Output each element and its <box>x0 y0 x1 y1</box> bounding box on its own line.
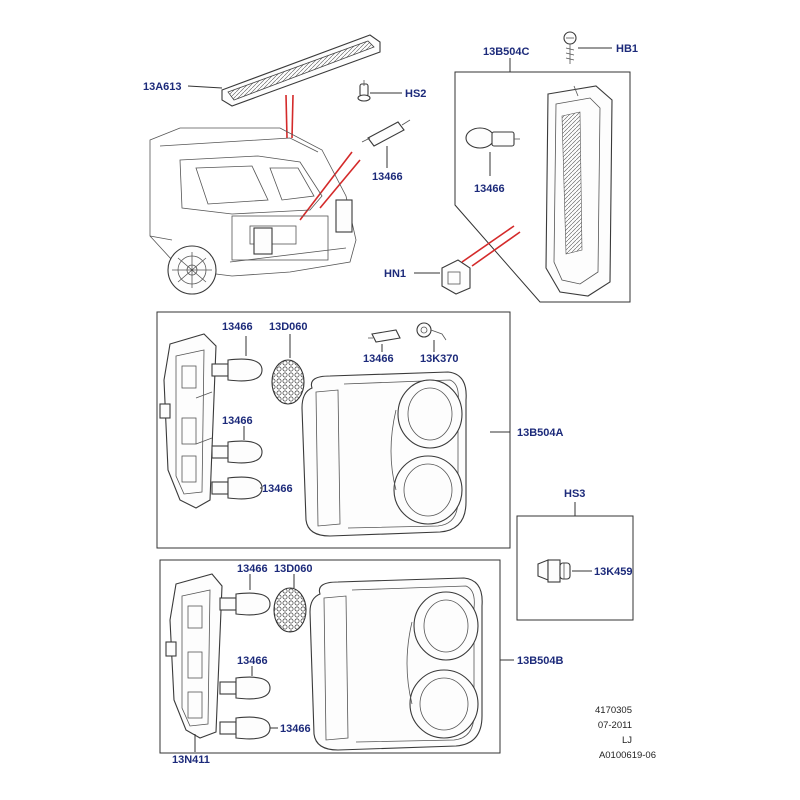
label-mid-13466-top: 13466 <box>222 321 253 333</box>
label-hb1: HB1 <box>616 43 638 55</box>
clip-icon <box>441 259 471 295</box>
bulb-icon <box>211 440 263 464</box>
small-bulb-icon <box>368 329 401 343</box>
stop-lamp-strip <box>221 34 381 107</box>
label-right-13466: 13466 <box>474 183 505 195</box>
label-hs2: HS2 <box>405 88 426 100</box>
label-hs3: HS3 <box>564 488 585 500</box>
label-13k370: 13K370 <box>420 353 459 365</box>
panel-13b504c: 13B504C HB1 13466 <box>384 31 638 303</box>
label-mid-13d060: 13D060 <box>269 321 308 333</box>
label-mid-13466-small: 13466 <box>363 353 394 365</box>
label-low-13466-bottom: 13466 <box>280 723 311 735</box>
label-hn1: HN1 <box>384 268 406 280</box>
socket-icon <box>416 322 447 341</box>
label-13b504a: 13B504A <box>517 427 564 439</box>
lens-icon <box>271 359 305 405</box>
label-mid-13466-mid: 13466 <box>222 415 253 427</box>
label-13b504c: 13B504C <box>483 46 530 58</box>
meta-code: LJ <box>622 735 632 746</box>
label-low-13d060: 13D060 <box>274 563 313 575</box>
bulb-icon <box>211 476 263 500</box>
vehicle-illustration <box>149 127 357 295</box>
bulb-icon <box>211 358 263 382</box>
top-section: 13A613 HS2 13466 <box>143 34 426 295</box>
bulb-icon <box>219 676 271 700</box>
bulb-icon <box>465 127 520 149</box>
rear-lamp-housing <box>301 371 467 537</box>
screw-icon <box>563 31 577 64</box>
meta-number: 4170305 <box>595 705 632 716</box>
meta-date: 07-2011 <box>598 720 632 731</box>
label-13k459: 13K459 <box>594 566 633 578</box>
socket-icon <box>537 559 571 583</box>
label-13a613: 13A613 <box>143 81 182 93</box>
label-top-13466: 13466 <box>372 171 403 183</box>
side-lamp-unit <box>545 85 613 297</box>
label-mid-13466-bottom: 13466 <box>262 483 293 495</box>
rear-lamp-housing <box>309 577 483 751</box>
label-13n411: 13N411 <box>172 754 210 766</box>
bulb-icon <box>219 716 271 740</box>
meta-ref: A0100619-06 <box>599 750 656 761</box>
bulb-carrier <box>165 573 223 739</box>
drawing-metadata: 4170305 07-2011 LJ A0100619-06 <box>595 705 656 761</box>
label-13b504b: 13B504B <box>517 655 564 667</box>
panel-13b504b: 13B504B 13N411 13466 13466 <box>159 559 564 766</box>
label-low-13466-mid: 13466 <box>237 655 268 667</box>
label-low-13466-top: 13466 <box>237 563 268 575</box>
panel-hs3: HS3 13K459 <box>516 488 634 621</box>
screw-icon <box>357 80 371 102</box>
panel-13b504a: 13B504A 13466 13466 13466 <box>156 311 564 549</box>
festoon-bulb-icon <box>361 119 411 147</box>
bulb-carrier <box>159 333 217 509</box>
bulb-icon <box>219 592 271 616</box>
lens-icon <box>273 587 307 633</box>
